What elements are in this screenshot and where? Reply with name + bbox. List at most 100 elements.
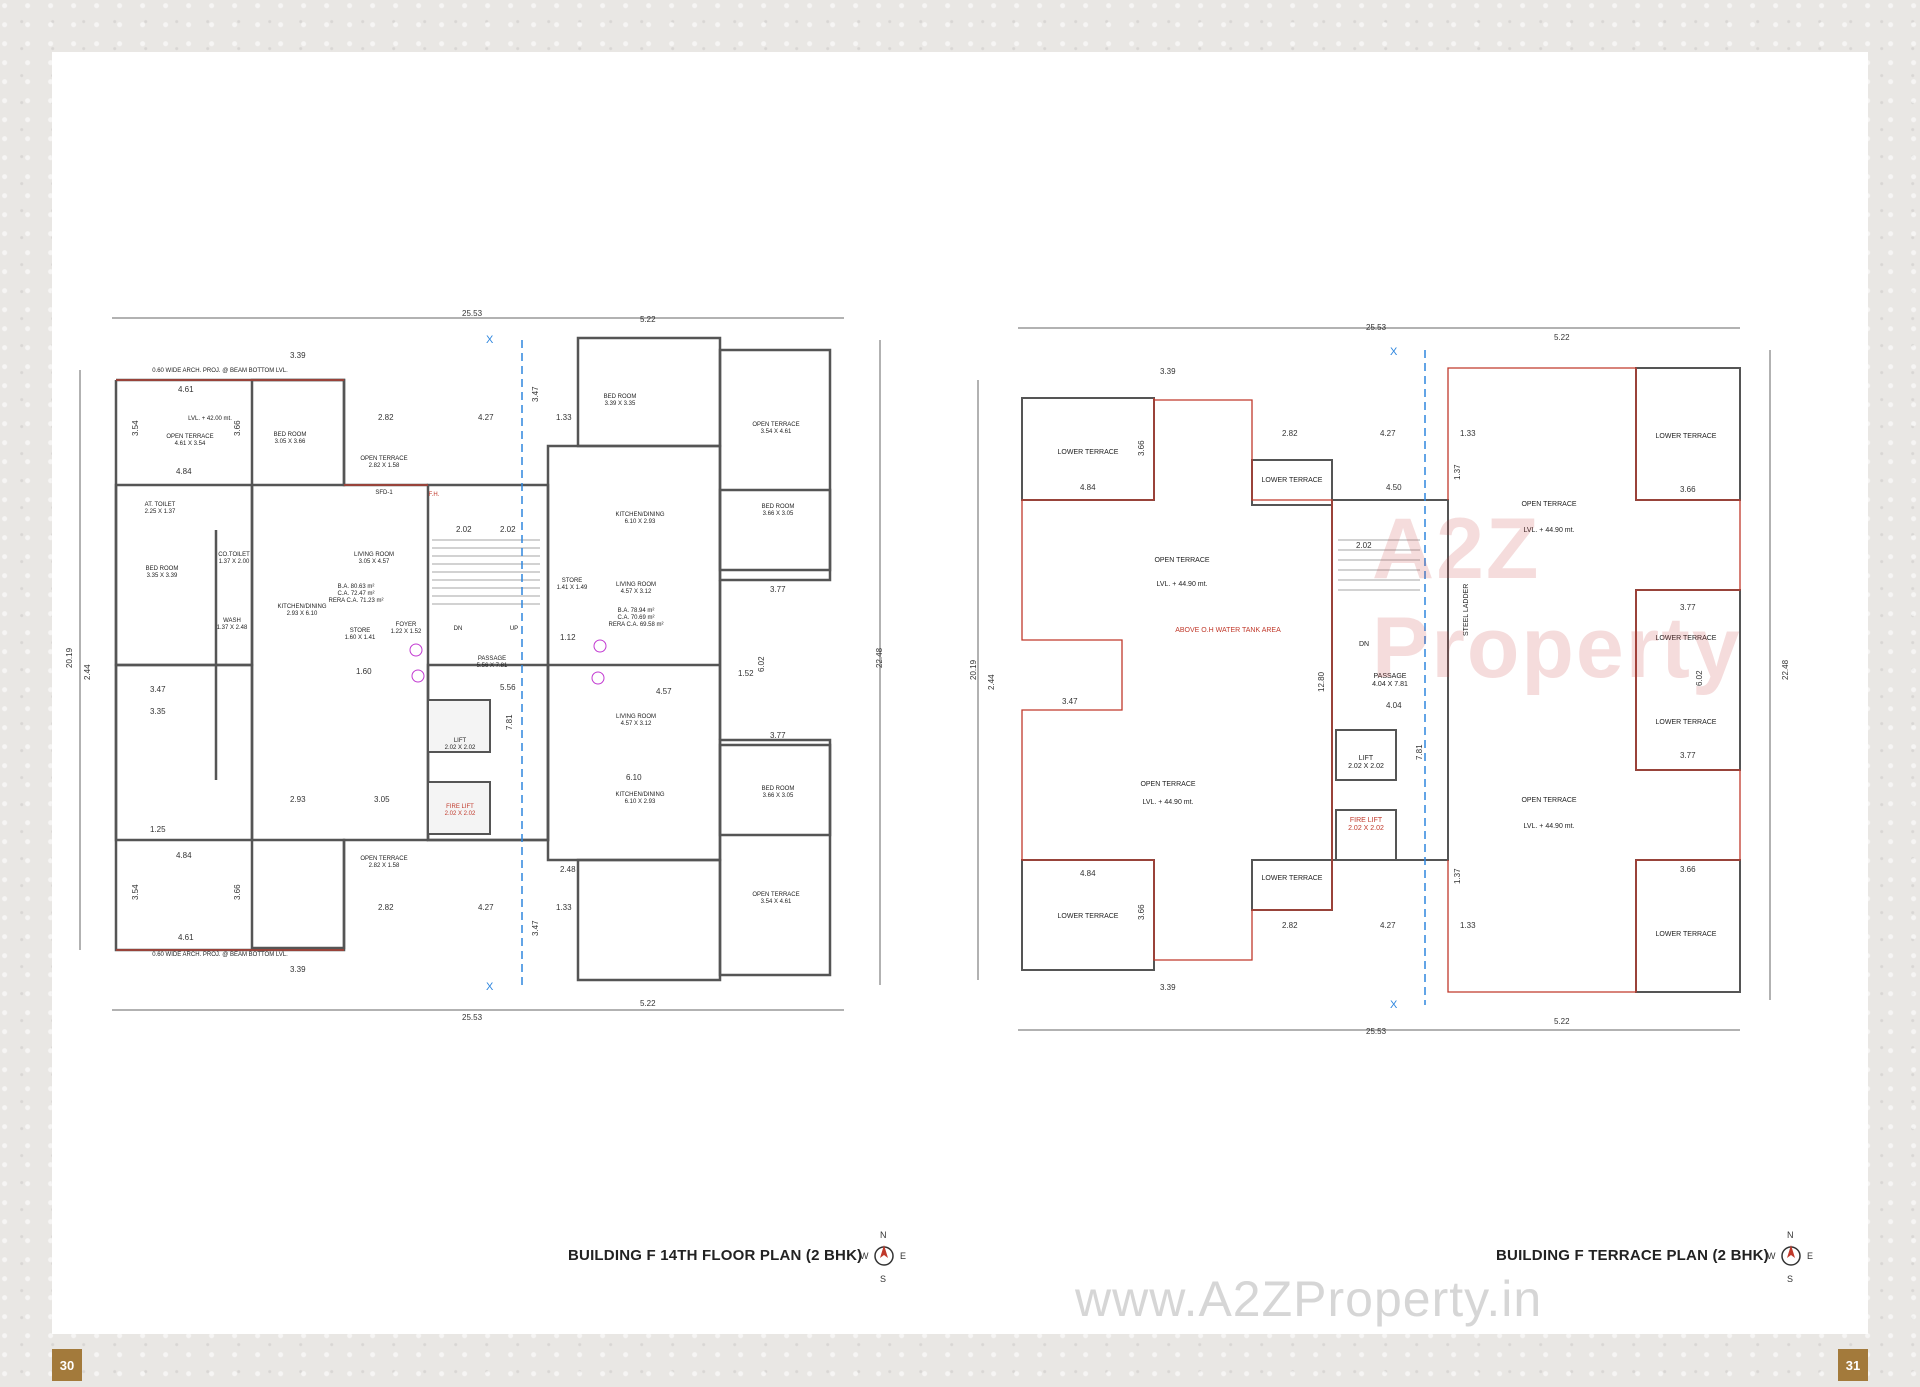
rdim-522-top: 5.22 — [1554, 333, 1570, 342]
label-lvl-42-tl: LVL. + 42.00 mt. — [188, 416, 232, 422]
label-line: 2.82 X 1.58 — [369, 463, 400, 469]
label-line: 3.35 X 3.39 — [147, 573, 178, 579]
label-lower-terrace-5: LOWER TERRACE — [1656, 433, 1717, 440]
right-room-labels: OPEN TERRACE LVL. + 44.90 mt. OPEN TERRA… — [1058, 433, 1717, 938]
rdim-522-bottom: 5.22 — [1554, 1017, 1570, 1026]
compass-n-right: N — [1787, 1230, 1794, 1240]
dim-366-bottom: 3.66 — [233, 884, 242, 900]
label-line: OPEN TERRACE — [166, 434, 213, 440]
dim-347-top: 3.47 — [531, 386, 540, 402]
rdim-339-top: 3.39 — [1160, 367, 1176, 376]
label-line: 3.66 X 3.05 — [763, 511, 794, 517]
label-line: 5.56 X 7.81 — [477, 663, 508, 669]
label-terrace-ot-bl: OPEN TERRACE — [1140, 781, 1195, 788]
label-line: WASH — [223, 618, 241, 624]
label-line: OPEN TERRACE — [752, 422, 799, 428]
dim-602: 6.02 — [757, 656, 766, 672]
right-dim-labels: 25.53 25.53 3.39 3.39 5.22 5.22 2.82 2.8… — [1062, 323, 1696, 1036]
label-line: BED ROOM — [274, 432, 307, 438]
label-line: LIVING ROOM — [354, 552, 394, 558]
rdim-377-top: 3.77 — [1680, 603, 1696, 612]
dim-overall-bottom: 25.53 — [462, 1013, 483, 1022]
rdim-244: 2.44 — [987, 674, 996, 690]
label-line: FIRE LIFT — [446, 804, 474, 810]
rdim-602: 6.02 — [1695, 670, 1704, 686]
label-line: KITCHEN/DINING — [277, 604, 326, 610]
rdim-366-top: 3.66 — [1680, 485, 1696, 494]
label-line: 3.39 X 3.35 — [605, 401, 636, 407]
dim-484-bottom: 4.84 — [176, 851, 192, 860]
axis-x-bottom: X — [486, 981, 494, 993]
page-number-right: 31 — [1838, 1349, 1868, 1381]
dim-461-bottom: 4.61 — [178, 933, 194, 942]
label-line: OPEN TERRACE — [360, 456, 407, 462]
dim-366-top: 3.66 — [233, 420, 242, 436]
label-line: FIRE LIFT — [1350, 817, 1383, 824]
compass-e-left: E — [900, 1251, 906, 1261]
raxis-x-top: X — [1390, 346, 1398, 358]
label-line: 6.10 X 2.93 — [625, 799, 656, 805]
label-dn: DN — [454, 626, 463, 632]
right-stair-treads — [1338, 539, 1420, 591]
axis-x-top: X — [486, 334, 494, 346]
label-line: C.A. 70.69 m² — [617, 615, 654, 621]
rdim-427-top: 4.27 — [1380, 429, 1396, 438]
left-plan-red-lines — [116, 379, 428, 951]
compass-s-left: S — [880, 1274, 886, 1284]
dim-377-bottom: 3.77 — [770, 731, 786, 740]
dim-293: 2.93 — [290, 795, 306, 804]
dim-781: 7.81 — [505, 714, 514, 730]
dim-354-bottom: 3.54 — [131, 884, 140, 900]
dim-282-bottom: 2.82 — [378, 903, 394, 912]
dim-125: 1.25 — [150, 825, 166, 834]
label-line: OPEN TERRACE — [752, 892, 799, 898]
rdim-282-top: 2.82 — [1282, 429, 1298, 438]
left-lift-block — [427, 699, 491, 835]
dim-427-bottom: 4.27 — [478, 903, 494, 912]
label-arch-proj-top: 0.60 WIDE ARCH. PROJ. @ BEAM BOTTOM LVL. — [152, 368, 288, 374]
label-line: 4.61 X 3.54 — [175, 441, 206, 447]
label-line: LIFT — [1359, 755, 1374, 762]
right-vertical-dims: 20.19 22.48 2.44 12.80 7.81 6.02 3.66 3.… — [969, 440, 1790, 920]
rdim-overall-bottom: 25.53 — [1366, 1027, 1387, 1036]
rdim-339-bottom: 3.39 — [1160, 983, 1176, 992]
dim-427-top: 4.27 — [478, 413, 494, 422]
dim-202-stair-b: 2.02 — [500, 525, 516, 534]
left-plan-walls — [114, 336, 832, 982]
label-line: 1.60 X 1.41 — [345, 635, 376, 641]
label-terrace-ot-br: OPEN TERRACE — [1521, 797, 1576, 804]
dim-282-top: 2.82 — [378, 413, 394, 422]
rdim-1280: 12.80 — [1317, 671, 1326, 692]
label-line: 2.02 X 2.02 — [1348, 825, 1384, 832]
label-lower-terrace-1: LOWER TERRACE — [1058, 449, 1119, 456]
rdim-404: 4.04 — [1386, 701, 1402, 710]
label-lower-terrace-4: LOWER TERRACE — [1262, 875, 1323, 882]
label-line: 3.05 X 4.57 — [359, 559, 390, 565]
left-plan-dims — [79, 317, 881, 1011]
compass-right: N S W E — [1767, 1230, 1813, 1284]
label-line: 3.66 X 3.05 — [763, 793, 794, 799]
label-line: LIVING ROOM — [616, 714, 656, 720]
label-line: B.A. 78.94 m² — [618, 608, 655, 614]
label-sfd: SFD-1 — [375, 490, 393, 496]
rdim-overall-top: 25.53 — [1366, 323, 1387, 332]
dim-133-top: 1.33 — [556, 413, 572, 422]
dim-461-top: 4.61 — [178, 385, 194, 394]
rdim-427-bottom: 4.27 — [1380, 921, 1396, 930]
label-fh: F.H. — [429, 492, 440, 498]
label-terrace-ot-tl: OPEN TERRACE — [1154, 557, 1209, 564]
dim-244: 2.44 — [83, 664, 92, 680]
compass-needle-right — [1787, 1245, 1795, 1258]
dim-152: 1.52 — [738, 669, 754, 678]
label-line: LIFT — [454, 738, 467, 744]
label-line: 2.02 X 2.02 — [445, 811, 476, 817]
label-line: 3.05 X 3.66 — [275, 439, 306, 445]
compass-needle-left — [880, 1245, 888, 1258]
label-line: 2.02 X 2.02 — [445, 745, 476, 751]
